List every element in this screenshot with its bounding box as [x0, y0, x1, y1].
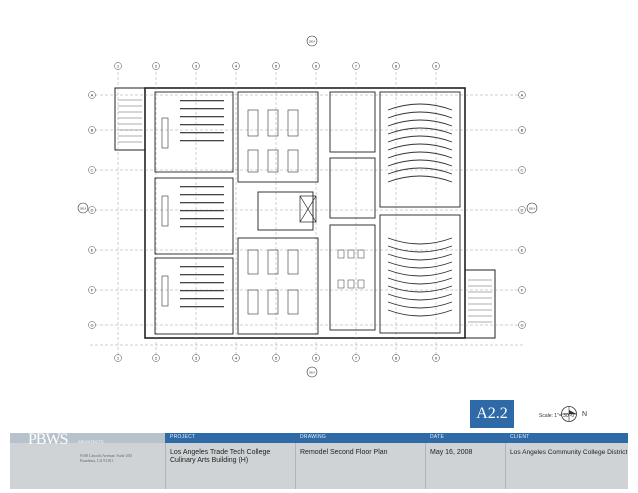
building-core: [299, 195, 317, 223]
lab-tables: [161, 109, 299, 315]
grid-label-bottom: 1: [117, 355, 120, 360]
grid-label-left: F: [91, 287, 94, 292]
grid-label-right: A: [521, 92, 524, 97]
scale-note: Scale: 1"= 30'-0": [539, 413, 576, 419]
section-marker-label: 300 A: [309, 40, 316, 43]
section-markers: [77, 35, 538, 378]
grid-label-right: F: [521, 287, 524, 292]
grid-label-left: G: [90, 322, 93, 327]
grid-label-right: D: [521, 207, 524, 212]
grid-label-top: 3: [195, 63, 198, 68]
grid-label-left: E: [91, 247, 94, 252]
grid-label-top: 6: [315, 63, 318, 68]
grid-label-bottom: 7: [355, 355, 358, 360]
title-block: PBWS ARCHITECTS PROJECT DRAWING DATE CLI…: [10, 431, 628, 489]
project-line-2: Culinary Arts Building (H): [170, 457, 249, 464]
title-block-caption-bar: [165, 433, 628, 443]
grid-label-bottom: 4: [235, 355, 238, 360]
drawing-caption: DRAWING: [300, 434, 327, 440]
grid-label-bottom: 5: [275, 355, 278, 360]
grid-label-left: C: [91, 167, 94, 172]
section-marker-label: 300 A: [309, 371, 316, 374]
client-name: Los Angeles Community College District: [510, 449, 628, 456]
grid-label-top: 7: [355, 63, 358, 68]
divider: [295, 443, 296, 489]
grid-label-bottom: 3: [195, 355, 198, 360]
date-caption: DATE: [430, 434, 445, 440]
divider: [505, 443, 506, 489]
grid-label-left: D: [91, 207, 94, 212]
grid-label-right: G: [520, 322, 523, 327]
grid-label-top: 2: [155, 63, 158, 68]
grid-label-top: 4: [235, 63, 238, 68]
drawing-date: May 16, 2008: [430, 449, 473, 456]
project-caption: PROJECT: [170, 434, 196, 440]
column-grid: [90, 62, 525, 360]
building-outline: [114, 87, 496, 339]
grid-bubbles-left: [88, 91, 526, 329]
grid-bubbles-top: [114, 62, 440, 362]
grid-label-left: A: [91, 92, 94, 97]
firm-subtitle: ARCHITECTS: [78, 439, 104, 444]
project-line-1: Los Angeles Trade Tech College: [170, 449, 271, 456]
grid-label-top: 9: [435, 63, 438, 68]
grid-label-right: B: [521, 127, 524, 132]
sheet-number: A2.2: [470, 400, 514, 428]
project-name: Los Angeles Trade Tech College Culinary …: [170, 449, 292, 465]
stair-right: [468, 279, 492, 323]
grid-label-top: 5: [275, 63, 278, 68]
auditorium-seating: [387, 103, 453, 317]
grid-label-left: B: [91, 127, 94, 132]
divider: [165, 443, 166, 489]
section-marker-label: 300 A: [529, 207, 536, 210]
divider: [425, 443, 426, 489]
drawing-name: Remodel Second Floor Plan: [300, 449, 388, 456]
grid-label-top: 8: [395, 63, 398, 68]
restroom-fixtures: [337, 249, 365, 289]
north-arrow-icon: [561, 406, 577, 422]
grid-label-bottom: 9: [435, 355, 438, 360]
section-marker-label: 300 A: [80, 207, 87, 210]
grid-label-right: E: [521, 247, 524, 252]
grid-label-bottom: 8: [395, 355, 398, 360]
grid-label-right: C: [521, 167, 524, 172]
grid-label-bottom: 2: [155, 355, 158, 360]
client-caption: CLIENT: [510, 434, 530, 440]
interior-walls: [154, 91, 461, 335]
grid-label-top: 1: [117, 63, 120, 68]
firm-address: 9168 Lincoln Avenue, Suite 200 Pasadena,…: [80, 453, 132, 463]
classroom-seating: [180, 100, 224, 308]
firm-logo: PBWS: [28, 431, 69, 448]
north-label: N: [582, 411, 588, 418]
address-line-2: Pasadena, CA 91101: [80, 458, 114, 463]
grid-label-bottom: 6: [315, 355, 318, 360]
stair-left: [118, 99, 142, 143]
address-line-1: 9168 Lincoln Avenue, Suite 200: [80, 453, 132, 458]
